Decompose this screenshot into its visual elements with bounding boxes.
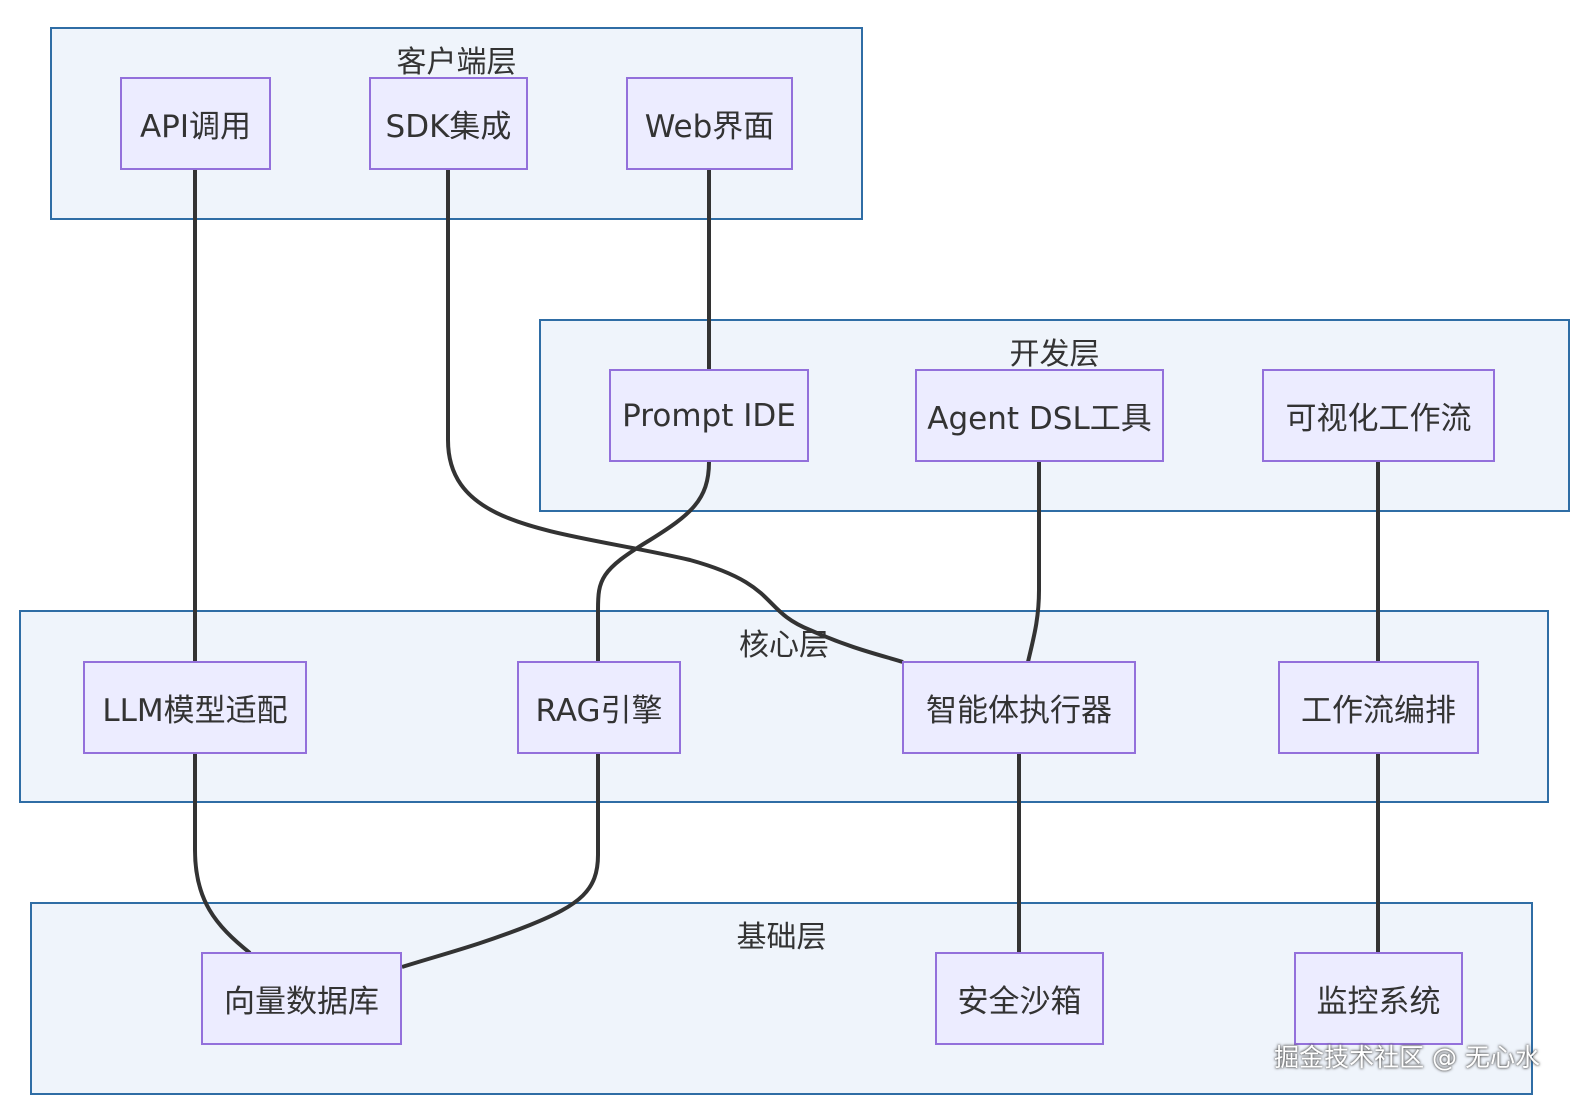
- node-prompt-ide: Prompt IDE: [609, 369, 809, 462]
- node-vector-db: 向量数据库: [201, 952, 402, 1045]
- node-sdk-integration: SDK集成: [369, 77, 528, 170]
- node-agent-executor: 智能体执行器: [902, 661, 1136, 754]
- edge-sdk-to-agent-executor: [446, 170, 904, 664]
- watermark: 掘金技术社区 @ 无心水: [1274, 1043, 1540, 1072]
- node-agent-dsl-tool: Agent DSL工具: [915, 369, 1164, 462]
- node-llm-adapter: LLM模型适配: [83, 661, 307, 754]
- node-web-ui: Web界面: [626, 77, 793, 170]
- layer-base-title: 基础层: [736, 920, 827, 955]
- edge-agent-dsl-to-agent-executor: [1026, 462, 1041, 663]
- node-workflow-orchestration: 工作流编排: [1278, 661, 1479, 754]
- layer-dev-title: 开发层: [1009, 337, 1100, 372]
- node-security-sandbox: 安全沙箱: [935, 952, 1104, 1045]
- node-visual-workflow: 可视化工作流: [1262, 369, 1495, 462]
- edge-prompt-ide-to-rag: [596, 461, 711, 662]
- node-api-call: API调用: [120, 77, 271, 170]
- edge-rag-to-vector-db: [401, 754, 600, 969]
- layer-client-title: 客户端层: [396, 45, 517, 80]
- node-rag-engine: RAG引擎: [517, 661, 681, 754]
- node-monitoring-system: 监控系统: [1294, 952, 1463, 1045]
- edge-llm-to-vector-db: [193, 754, 252, 955]
